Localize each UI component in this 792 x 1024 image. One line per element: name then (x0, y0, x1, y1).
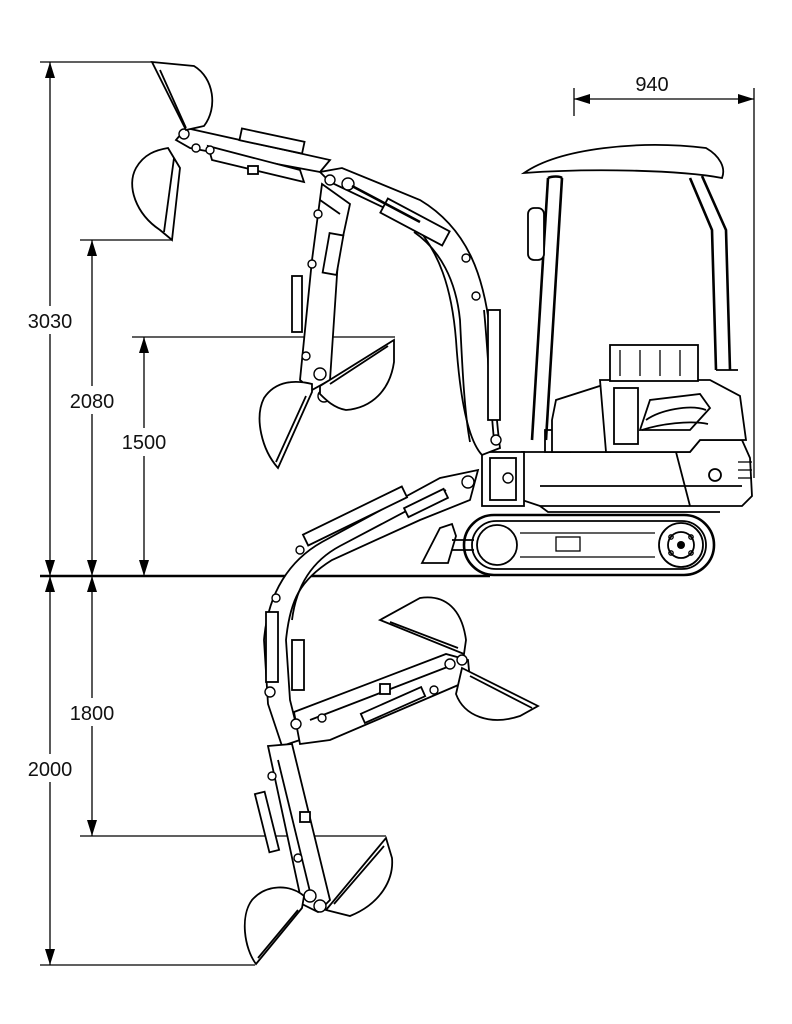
label-3030: 3030 (28, 311, 73, 333)
dimension-labels: 3030 2080 1500 1800 2000 940 (20, 74, 669, 782)
label-1500: 1500 (122, 432, 167, 454)
label-2000: 2000 (28, 759, 73, 781)
boom-lowered (253, 468, 480, 914)
bucket-max-dig (243, 836, 394, 966)
bucket-vertical-wall (377, 596, 540, 721)
canopy-rops (520, 144, 738, 441)
bucket-top-max-reach (131, 60, 214, 242)
label-2080: 2080 (70, 391, 115, 413)
machine-body (420, 144, 753, 577)
label-1800: 1800 (70, 703, 115, 725)
bucket-dump-curled (258, 338, 395, 470)
track-assembly (462, 513, 716, 577)
dozer-blade (420, 522, 474, 564)
label-940: 940 (635, 74, 668, 96)
upper-structure (481, 439, 753, 513)
operator-station (544, 344, 748, 453)
